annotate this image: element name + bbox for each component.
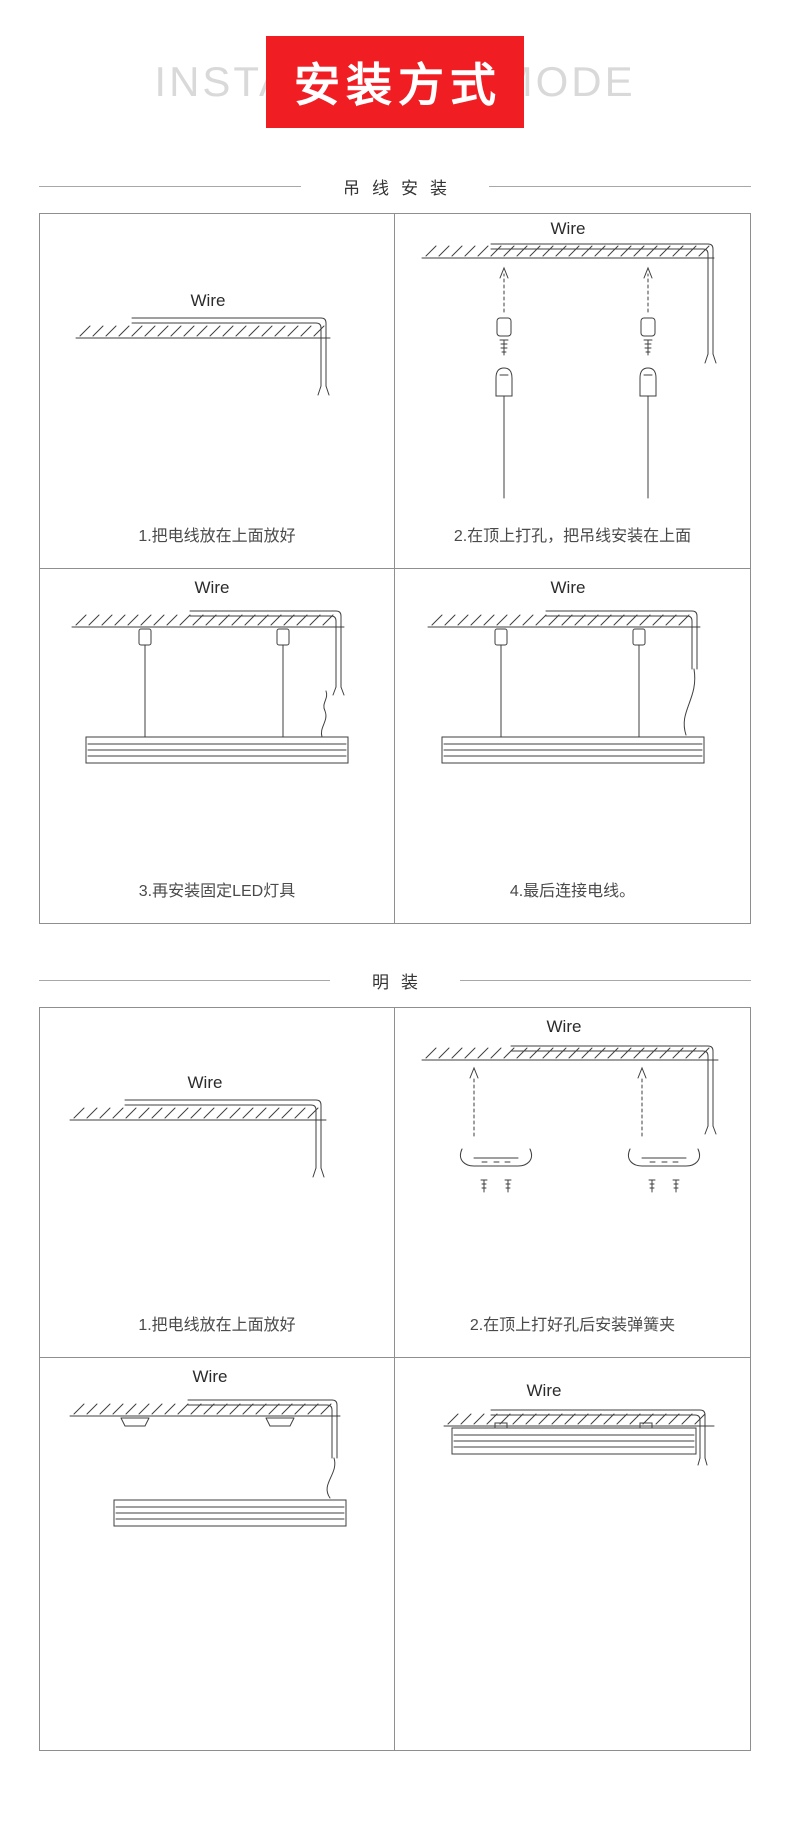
divider-line — [460, 980, 751, 981]
anchor-icon — [632, 628, 645, 646]
grid-hanging-install: Wire 1.把电线放在上面放好 Wire — [39, 213, 751, 924]
wire-icon — [124, 1099, 325, 1178]
ceiling-icon — [427, 614, 700, 628]
diagram-surface-step-1: Wire — [69, 1073, 327, 1178]
section-head-surface: 明装 — [39, 968, 751, 993]
anchor-icon — [640, 317, 655, 337]
suspension-kit-left — [495, 266, 512, 499]
hanger-right — [632, 628, 645, 738]
wire-label: Wire — [195, 578, 230, 597]
hanger-left — [494, 628, 507, 738]
anchor-icon — [138, 628, 152, 646]
wire-label: Wire — [546, 1017, 581, 1036]
wire-label: Wire — [193, 1367, 228, 1386]
wire-label: Wire — [526, 1381, 561, 1400]
screw-icon — [648, 1179, 655, 1193]
panel-surface-step-3: Wire — [40, 1358, 395, 1750]
wire-label: Wire — [550, 578, 585, 597]
led-bar-icon — [85, 736, 349, 764]
title-chinese: 安装方式 — [294, 59, 502, 111]
screw-icon — [504, 1179, 511, 1193]
diagram-surface-step-2: Wire — [421, 1017, 718, 1193]
arrow-up-icon — [637, 1066, 646, 1137]
step-caption: 1.把电线放在上面放好 — [138, 1316, 296, 1334]
panel-surface-step-4: Wire — [395, 1358, 750, 1750]
wire-label: Wire — [188, 1073, 223, 1092]
wire-label: Wire — [550, 219, 585, 238]
step-caption: 2.在顶上打孔，把吊线安装在上面 — [453, 527, 692, 545]
diagram-hanging-step-2: Wire — [421, 219, 716, 499]
anchor-icon — [276, 628, 290, 646]
connecting-wire-icon — [683, 668, 695, 736]
screw-icon — [672, 1179, 679, 1193]
hanger-right — [276, 628, 290, 738]
panel-hanging-step-2: Wire — [395, 214, 750, 569]
screw-icon — [643, 339, 652, 356]
spring-clip-icon — [627, 1148, 700, 1167]
ceiling-icon — [69, 1107, 327, 1121]
wire-gripper-icon — [639, 367, 656, 397]
led-bar-icon — [441, 736, 704, 764]
diagram-hanging-step-3: Wire — [71, 578, 349, 764]
step-caption: 2.在顶上打好孔后安装弹簧夹 — [469, 1316, 676, 1334]
wire-icon — [545, 610, 697, 736]
anchor-icon — [494, 628, 507, 646]
grid-surface-install: Wire 1.把电线放在上面放好 Wire — [39, 1007, 751, 1751]
wire-icon — [490, 243, 716, 364]
ceiling-icon — [421, 1047, 718, 1061]
section-title-hanging: 吊线安装 — [343, 179, 459, 198]
panel-surface-step-2: Wire — [395, 1008, 750, 1358]
wire-icon — [490, 1409, 707, 1466]
panel-surface-step-1: Wire 1.把电线放在上面放好 — [40, 1008, 395, 1358]
title-red-badge: 安装方式 — [266, 36, 524, 128]
clip-icon — [120, 1417, 150, 1427]
ceiling-icon — [69, 1403, 341, 1417]
step-caption: 3.再安装固定LED灯具 — [138, 882, 296, 900]
step-caption: 4.最后连接电线。 — [509, 882, 636, 900]
ceiling-icon — [421, 245, 714, 259]
anchor-icon — [496, 317, 511, 337]
divider-line — [489, 186, 751, 187]
ceiling-icon — [75, 325, 331, 339]
page-header: INSTALLATION MODE 安装方式 — [0, 34, 790, 130]
arrow-up-icon — [643, 266, 652, 313]
wire-icon — [189, 610, 345, 696]
screw-icon — [480, 1179, 487, 1193]
arrow-up-icon — [499, 266, 508, 313]
divider-line — [39, 980, 330, 981]
diagram-hanging-step-4: Wire — [427, 578, 704, 764]
wire-icon — [510, 1045, 716, 1135]
ceiling-icon — [443, 1413, 714, 1427]
led-bar-icon — [113, 1499, 347, 1527]
diagram-hanging-step-1: Wire — [75, 291, 331, 396]
step-caption: 1.把电线放在上面放好 — [138, 527, 296, 545]
wire-gripper-icon — [495, 367, 512, 397]
suspension-kit-right — [639, 266, 656, 499]
screw-icon — [499, 339, 508, 356]
wire-label: Wire — [191, 291, 226, 310]
diagram-surface-step-3: Wire — [69, 1367, 347, 1527]
divider-line — [39, 186, 301, 187]
panel-hanging-step-1: Wire 1.把电线放在上面放好 — [40, 214, 395, 569]
wire-icon — [131, 317, 330, 396]
clip-icon — [265, 1417, 295, 1427]
connecting-wire-icon — [326, 1457, 336, 1499]
arrow-up-icon — [469, 1066, 478, 1137]
wire-icon — [187, 1399, 338, 1499]
section-title-surface: 明装 — [372, 973, 430, 992]
led-bar-icon — [451, 1427, 696, 1455]
section-head-hanging: 吊线安装 — [39, 174, 751, 199]
panel-hanging-step-3: Wire 3.再安装固定LED灯具 — [40, 569, 395, 923]
spring-clip-icon — [459, 1148, 532, 1167]
ceiling-icon — [71, 614, 345, 628]
hanger-left — [138, 628, 152, 738]
pigtail-wire-icon — [320, 690, 328, 738]
panel-hanging-step-4: Wire 4.最后连接电线。 — [395, 569, 750, 923]
diagram-surface-step-4: Wire — [443, 1381, 714, 1466]
